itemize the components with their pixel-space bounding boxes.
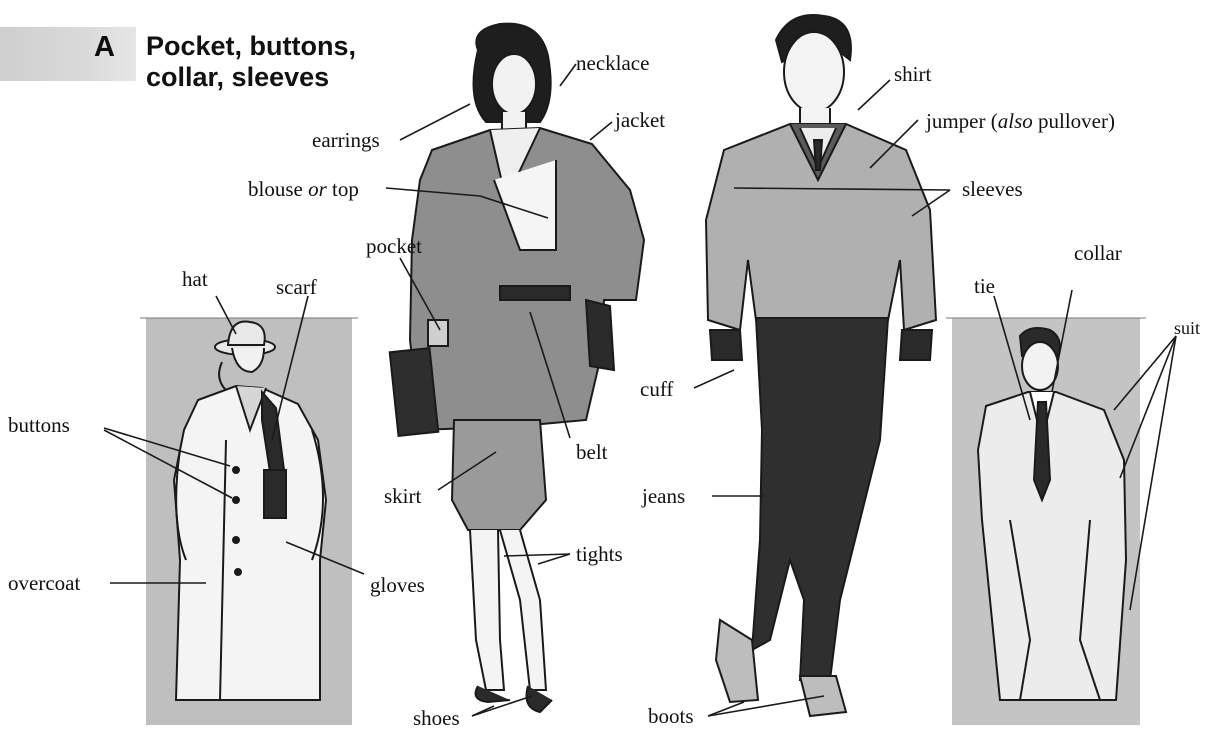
label-also: also: [998, 109, 1033, 133]
label-pocket: pocket: [366, 234, 422, 258]
label-jeans: jeans: [642, 484, 685, 508]
label-collar: collar: [1074, 241, 1122, 265]
label-sleeves: sleeves: [962, 177, 1023, 201]
label-hat: hat: [182, 267, 208, 291]
label-pullover: pullover): [1038, 109, 1115, 133]
label-tights: tights: [576, 542, 623, 566]
label-boots: boots: [648, 704, 694, 728]
label-earrings: earrings: [312, 128, 380, 152]
label-gloves: gloves: [370, 573, 425, 597]
label-overcoat: overcoat: [8, 571, 80, 595]
label-jumper: jumper (also pullover): [926, 109, 1115, 133]
label-jacket: jacket: [615, 108, 665, 132]
label-suit: suit: [1174, 316, 1200, 340]
label-belt: belt: [576, 440, 608, 464]
label-jumper-text: jumper (: [926, 109, 998, 133]
label-blouse-or-top: blouse or top: [248, 177, 359, 201]
label-cuff: cuff: [640, 377, 673, 401]
label-necklace: necklace: [576, 51, 649, 75]
label-top: top: [332, 177, 359, 201]
jumper-figure: [706, 15, 936, 716]
label-skirt: skirt: [384, 484, 421, 508]
label-shirt: shirt: [894, 62, 931, 86]
label-tie: tie: [974, 274, 995, 298]
label-scarf: scarf: [276, 275, 317, 299]
label-or: or: [308, 177, 327, 201]
label-buttons: buttons: [8, 413, 70, 437]
label-blouse: blouse: [248, 177, 303, 201]
label-shoes: shoes: [413, 706, 460, 730]
